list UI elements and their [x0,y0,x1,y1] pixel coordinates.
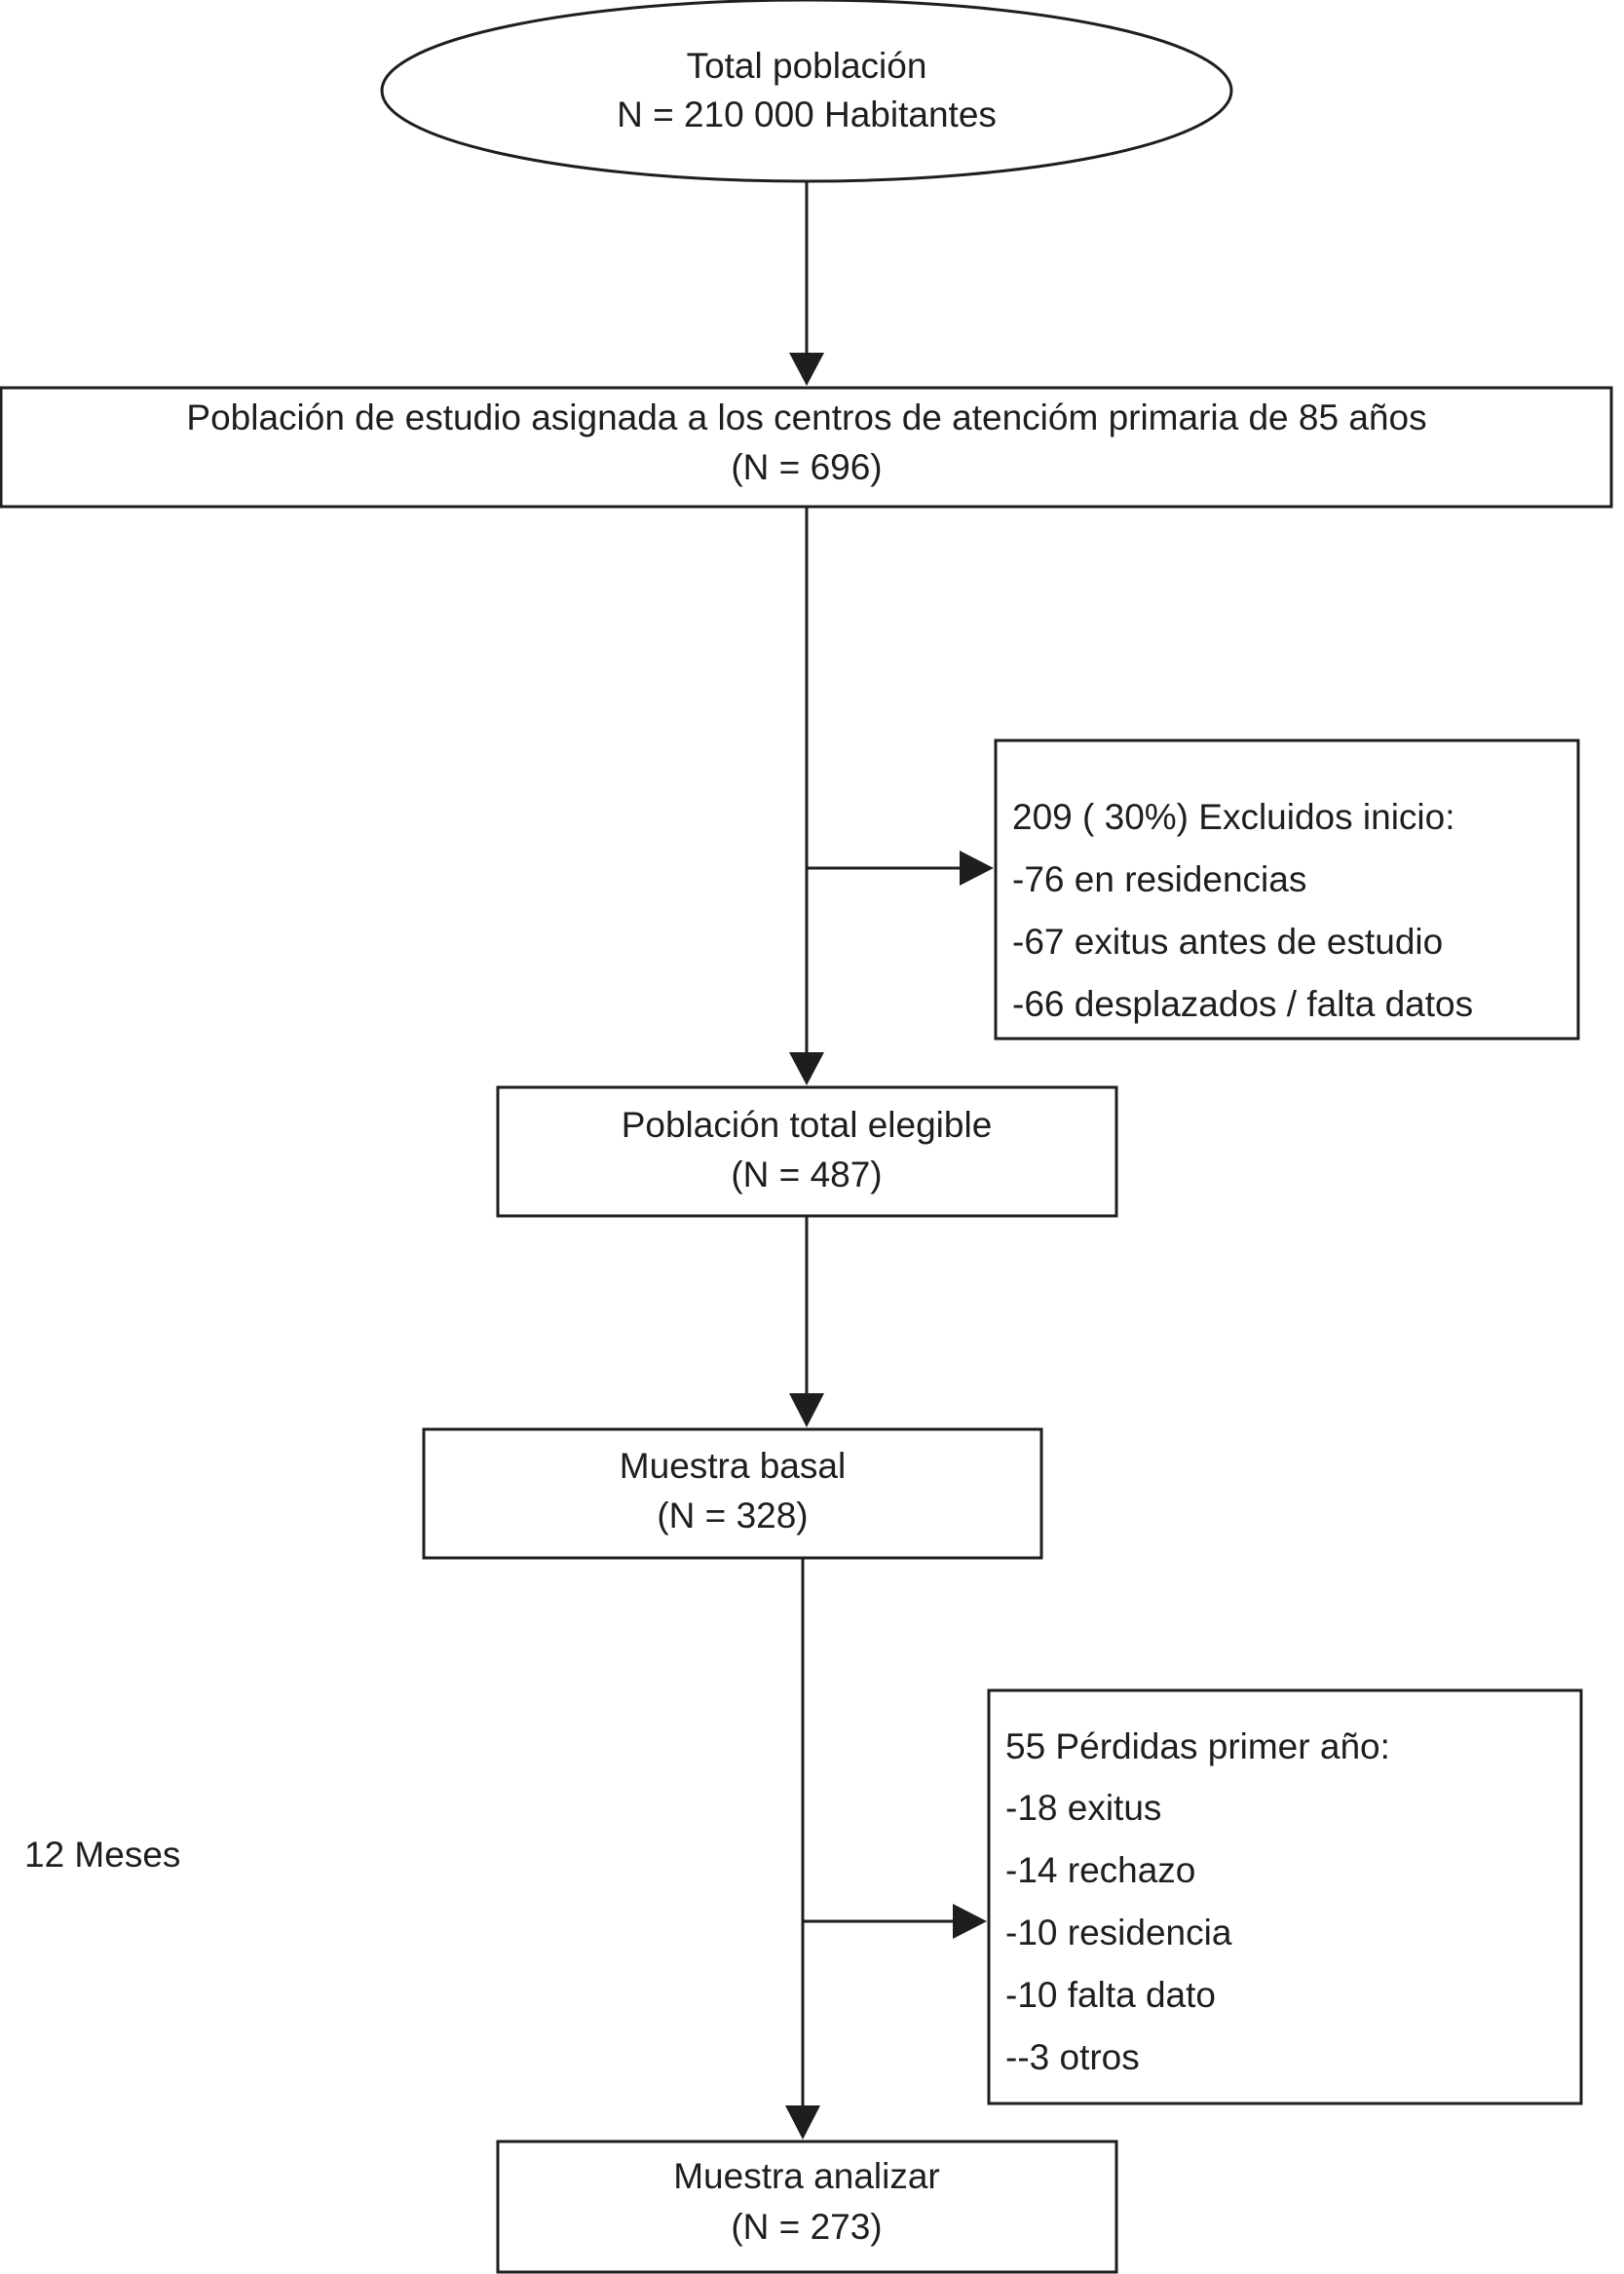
node-line: (N = 273) [731,2207,882,2247]
box-shape [994,739,1580,1041]
connector-total-to-estudio [789,181,824,386]
arrowhead [789,1393,824,1427]
connector-estudio-to-elegible [789,507,824,1085]
ellipse-shape [380,0,1233,183]
box-shape [987,1688,1583,2105]
node-line: Muestra basal [620,1446,846,1486]
node-line: -10 falta dato [1005,1975,1216,2015]
node-poblacion-estudio: Población de estudio asignada a los cent… [0,386,1613,509]
node-line: -18 exitus [1005,1788,1161,1828]
box-shape [0,386,1613,509]
node-line: --3 otros [1005,2037,1140,2077]
box-shape [422,1427,1043,1560]
node-excluidos: 209 ( 30%) Excluidos inicio: -76 en resi… [994,739,1580,1041]
node-line: -76 en residencias [1012,859,1306,899]
arrowhead [789,353,824,386]
box-shape [496,2140,1118,2274]
node-line: -10 residencia [1005,1913,1232,1952]
node-line: Población de estudio asignada a los cent… [186,398,1426,437]
node-line: Población total elegible [622,1105,993,1145]
node-perdidas: 55 Pérdidas primer año: -18 exitus -14 r… [987,1688,1583,2105]
node-line: -67 exitus antes de estudio [1012,922,1443,962]
connector-to-perdidas [803,1904,987,1939]
node-poblacion-elegible: Población total elegible (N = 487) [496,1085,1118,1218]
node-line: N = 210 000 Habitantes [617,95,997,134]
arrowhead [785,2105,820,2140]
node-line: 209 ( 30%) Excluidos inicio: [1012,797,1455,837]
node-muestra-basal: Muestra basal (N = 328) [422,1427,1043,1560]
connector-to-excluidos [807,851,994,886]
node-line: (N = 487) [731,1155,882,1194]
node-line: 55 Pérdidas primer año: [1005,1726,1390,1766]
arrowhead [953,1904,987,1939]
arrowhead [960,851,994,886]
node-line: -66 desplazados / falta datos [1012,984,1473,1024]
node-line: -14 rechazo [1005,1850,1195,1890]
node-line: Total población [687,46,927,86]
side-label-12-meses: 12 Meses [24,1835,180,1875]
node-total-poblacion: Total población N = 210 000 Habitantes [380,0,1233,183]
connector-elegible-to-basal [789,1216,824,1427]
node-line: Muestra analizar [673,2156,940,2196]
node-line: (N = 328) [657,1496,808,1535]
box-shape [496,1085,1118,1218]
connector-basal-to-analizar [785,1558,820,2140]
node-line: (N = 696) [731,447,882,487]
node-muestra-analizar: Muestra analizar (N = 273) [496,2140,1118,2274]
arrowhead [789,1052,824,1085]
